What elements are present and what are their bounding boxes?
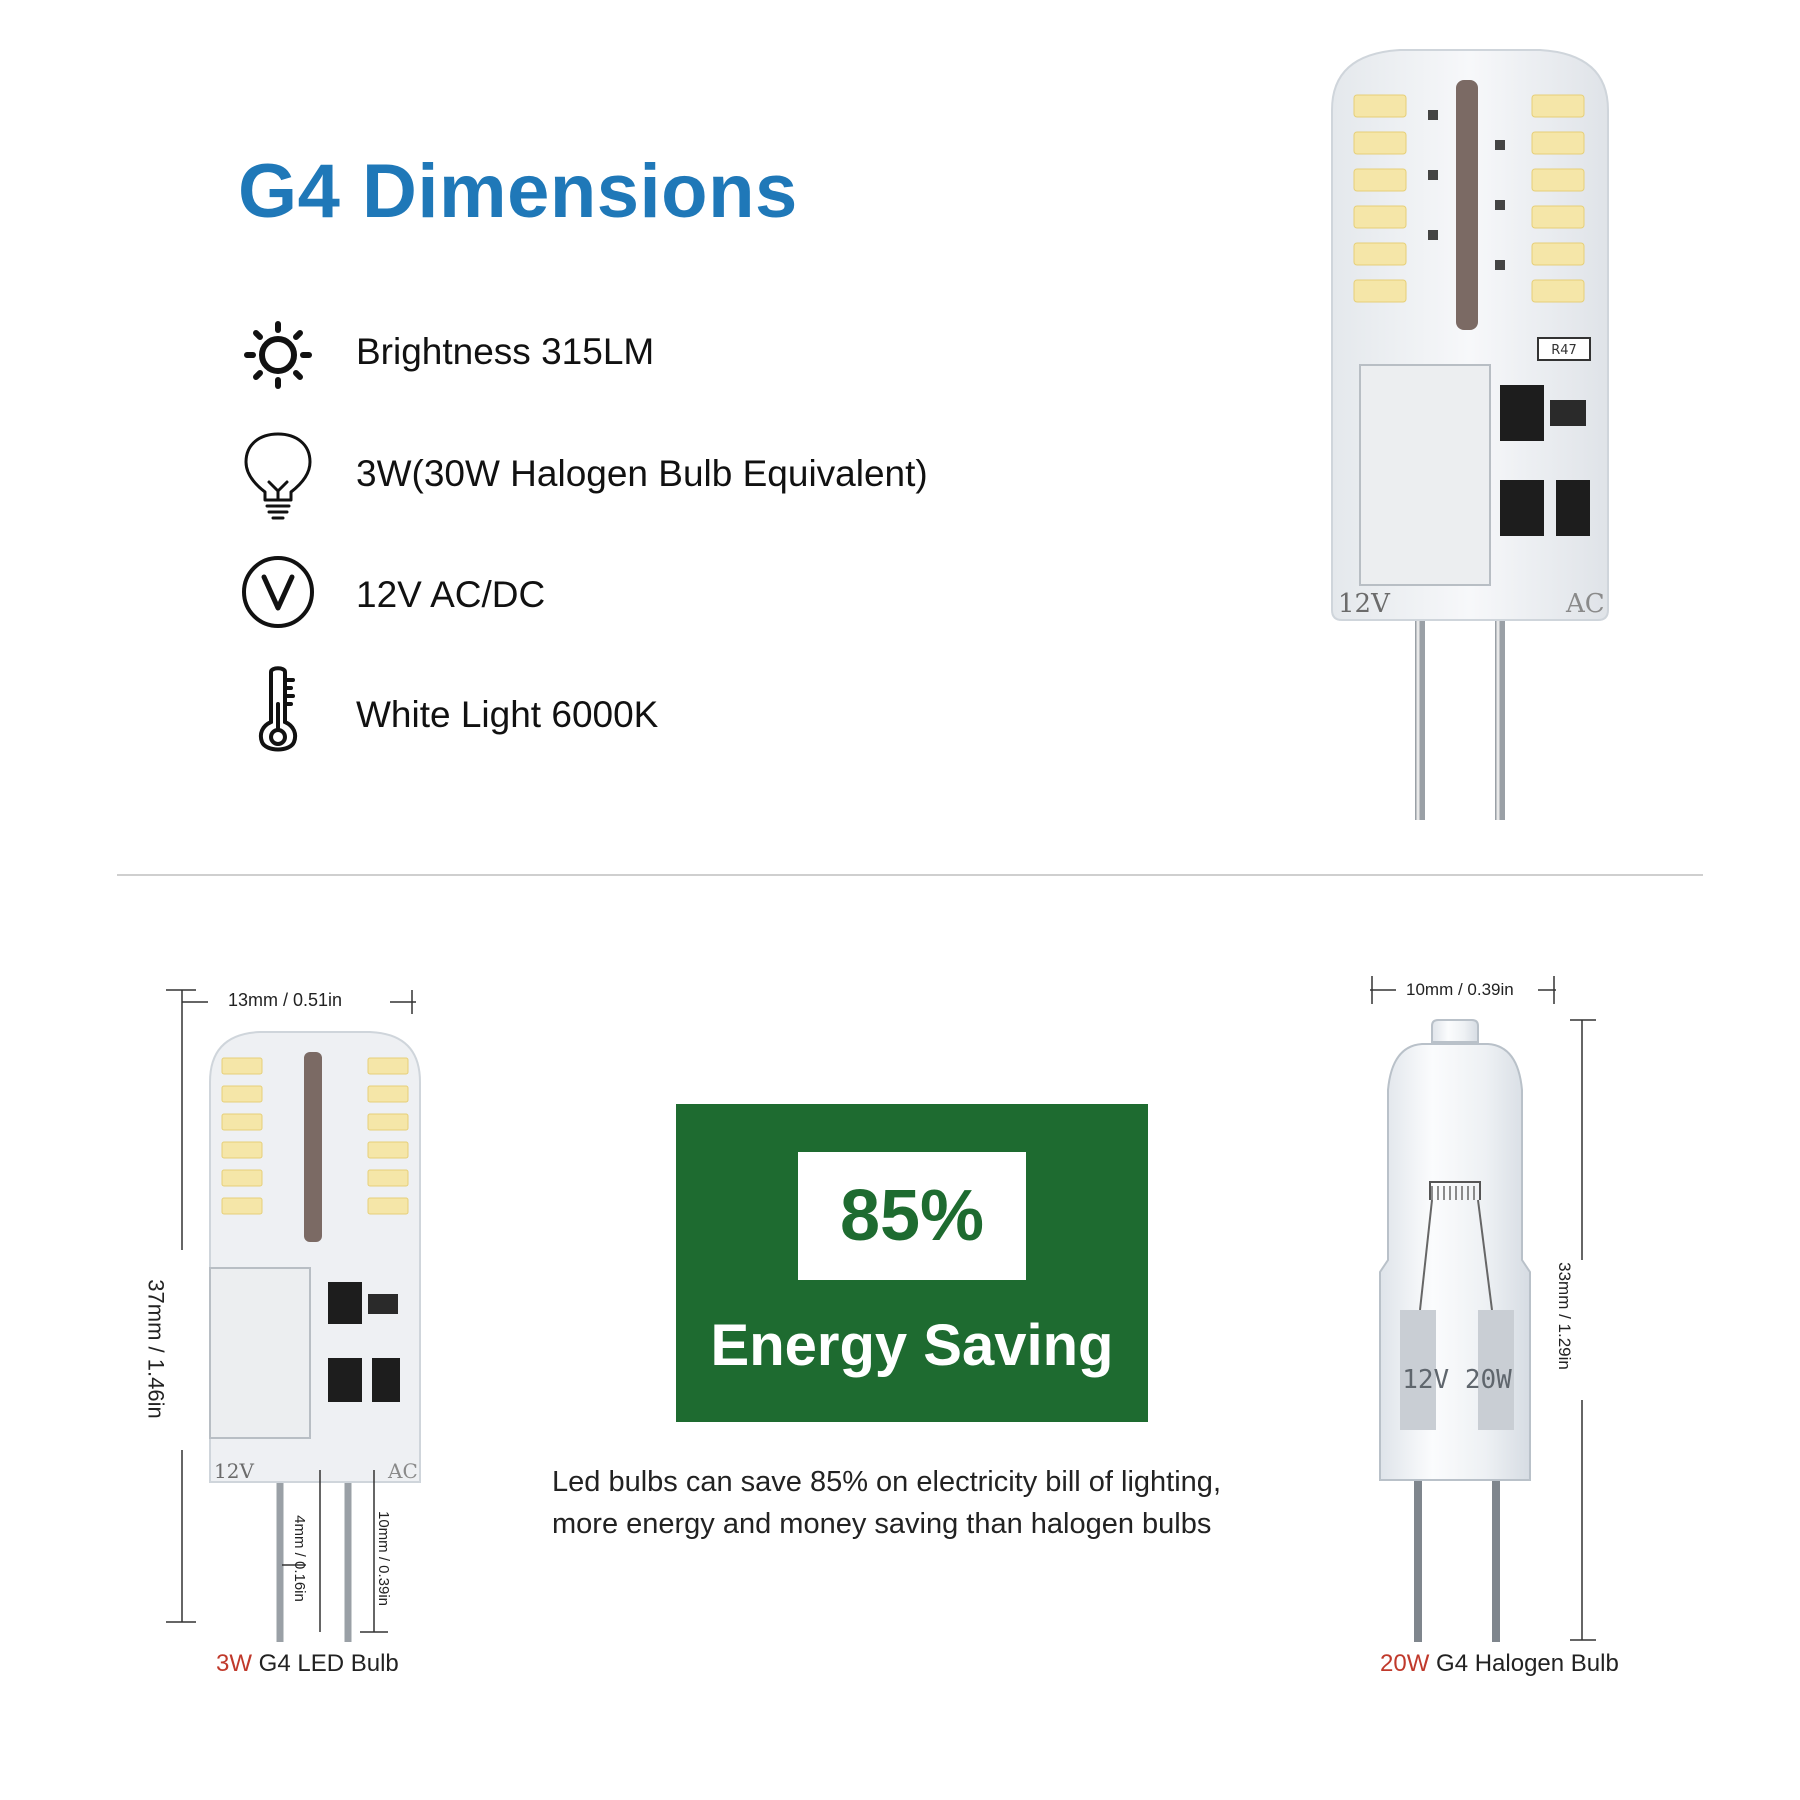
thermometer-icon [258, 666, 298, 752]
led-height-label: 37mm / 1.46in [143, 1279, 169, 1419]
small-bulb-marking-ac: AC [387, 1459, 418, 1483]
energy-description-line2: more energy and money saving than haloge… [552, 1508, 1212, 1540]
feature-voltage: 12V AC/DC [356, 574, 546, 615]
voltage-icon [242, 556, 314, 628]
halogen-dimension-lines [1370, 976, 1596, 1641]
halogen-bulb-image: 12V 20W [1379, 1019, 1531, 1642]
resistor-marking: R47 [1551, 343, 1577, 358]
energy-saving-label: Energy Saving [710, 1313, 1114, 1378]
lightbulb-icon [244, 432, 312, 520]
halogen-bulb-caption: 20W G4 Halogen Bulb [1380, 1650, 1619, 1678]
halogen-marking: 12V 20W [1402, 1365, 1512, 1395]
feature-brightness: Brightness 315LM [356, 331, 655, 372]
energy-saving-box: 85% Energy Saving [676, 1104, 1148, 1422]
led-bulb-caption: 3W G4 LED Bulb [216, 1650, 399, 1678]
led-pin-length-label: 10mm / 0.39in [375, 1510, 393, 1607]
halogen-width-label: 10mm / 0.39in [1406, 980, 1514, 999]
led-pin-spacing-label: 4mm / 0.16in [290, 1515, 308, 1602]
energy-description-line1: Led bulbs can save 85% on electricity bi… [552, 1466, 1221, 1498]
feature-color-temperature: White Light 6000K [356, 694, 659, 735]
led-bulb-large-image: R47 12V AC [1331, 49, 1609, 820]
energy-saving-percent: 85% [839, 1176, 985, 1256]
halogen-caption-wattage: 20W [1380, 1650, 1430, 1677]
section-divider [117, 874, 1703, 876]
percent-box: 85% [798, 1152, 1026, 1280]
bulb-marking-12v: 12V [1338, 589, 1391, 619]
halogen-caption-text: G4 Halogen Bulb [1429, 1650, 1619, 1677]
led-caption-wattage: 3W [216, 1650, 252, 1677]
led-width-label: 13mm / 0.51in [228, 990, 343, 1010]
bulb-marking-ac: AC [1565, 589, 1605, 619]
page-title: G4 Dimensions [238, 149, 798, 234]
led-bulb-small-image: 12V AC [209, 1031, 421, 1642]
feature-wattage: 3W(30W Halogen Bulb Equivalent) [356, 453, 928, 494]
sun-icon [244, 321, 312, 389]
led-dimension-lines [166, 989, 416, 1633]
small-bulb-marking-12v: 12V [214, 1459, 254, 1483]
led-caption-text: G4 LED Bulb [252, 1650, 399, 1677]
halogen-height-label: 33mm / 1.29in [1554, 1262, 1574, 1370]
